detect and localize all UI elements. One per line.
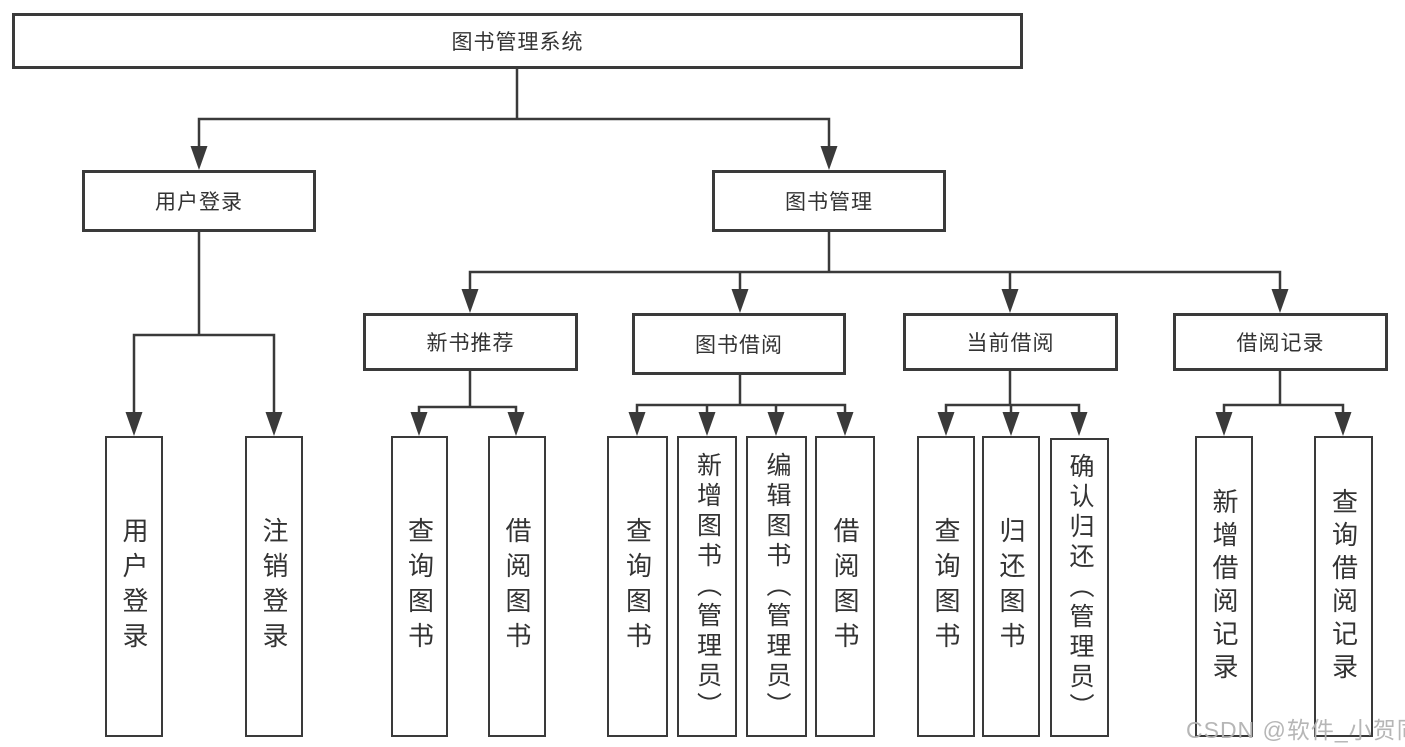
leaf-label: 归还图书 [996,516,1026,657]
csdn-watermark: CSDN @软件_小贺同学 [1186,717,1405,743]
leaf-label: 借阅图书 [830,516,860,657]
node-label: 图书管理系统 [451,31,584,54]
leaf-label: 新增借阅记录 [1209,487,1239,686]
leaf-borrow-book: 借阅图书 [815,436,875,737]
leaf-label: 确认归还（管理员） [1066,452,1094,723]
leaf-label: 借阅图书 [502,516,532,657]
node-book-management: 图书管理 [712,170,946,232]
node-label: 图书借阅 [695,334,783,357]
node-label: 图书管理 [785,191,873,214]
leaf-recommend-query-book: 查询图书 [391,436,448,737]
leaf-add-borrow-record: 新增借阅记录 [1195,436,1253,737]
node-label: 新书推荐 [426,332,515,355]
leaf-label: 用户登录 [119,516,149,657]
leaf-label: 注销登录 [259,516,289,657]
leaf-add-book-admin: 新增图书（管理员） [677,436,737,737]
node-label: 借阅记录 [1236,332,1325,355]
leaf-label: 新增图书（管理员） [693,451,722,722]
leaf-logout: 注销登录 [245,436,303,737]
leaf-edit-book-admin: 编辑图书（管理员） [746,436,807,737]
leaf-borrow-query-book: 查询图书 [607,436,668,737]
leaf-label: 查询图书 [622,516,653,657]
arrowheads [125,146,1352,436]
node-current-borrow: 当前借阅 [903,313,1118,371]
node-user-login: 用户登录 [82,170,316,232]
leaf-label: 查询图书 [404,516,435,657]
leaf-user-login: 用户登录 [105,436,163,737]
node-label: 用户登录 [155,191,243,214]
node-label: 当前借阅 [966,332,1055,355]
leaf-query-borrow-record: 查询借阅记录 [1314,436,1373,737]
node-book-borrow: 图书借阅 [632,313,846,375]
leaf-confirm-return-admin: 确认归还（管理员） [1050,438,1109,737]
leaf-label: 查询借阅记录 [1328,487,1359,686]
node-new-book-recommend: 新书推荐 [363,313,578,371]
leaf-label: 编辑图书（管理员） [763,451,791,722]
leaf-return-book: 归还图书 [982,436,1040,737]
node-book-management-system: 图书管理系统 [12,13,1023,69]
leaf-label: 查询图书 [931,516,961,657]
leaf-current-query-book: 查询图书 [917,436,975,737]
leaf-recommend-borrow-book: 借阅图书 [488,436,546,737]
node-borrow-records: 借阅记录 [1173,313,1388,371]
